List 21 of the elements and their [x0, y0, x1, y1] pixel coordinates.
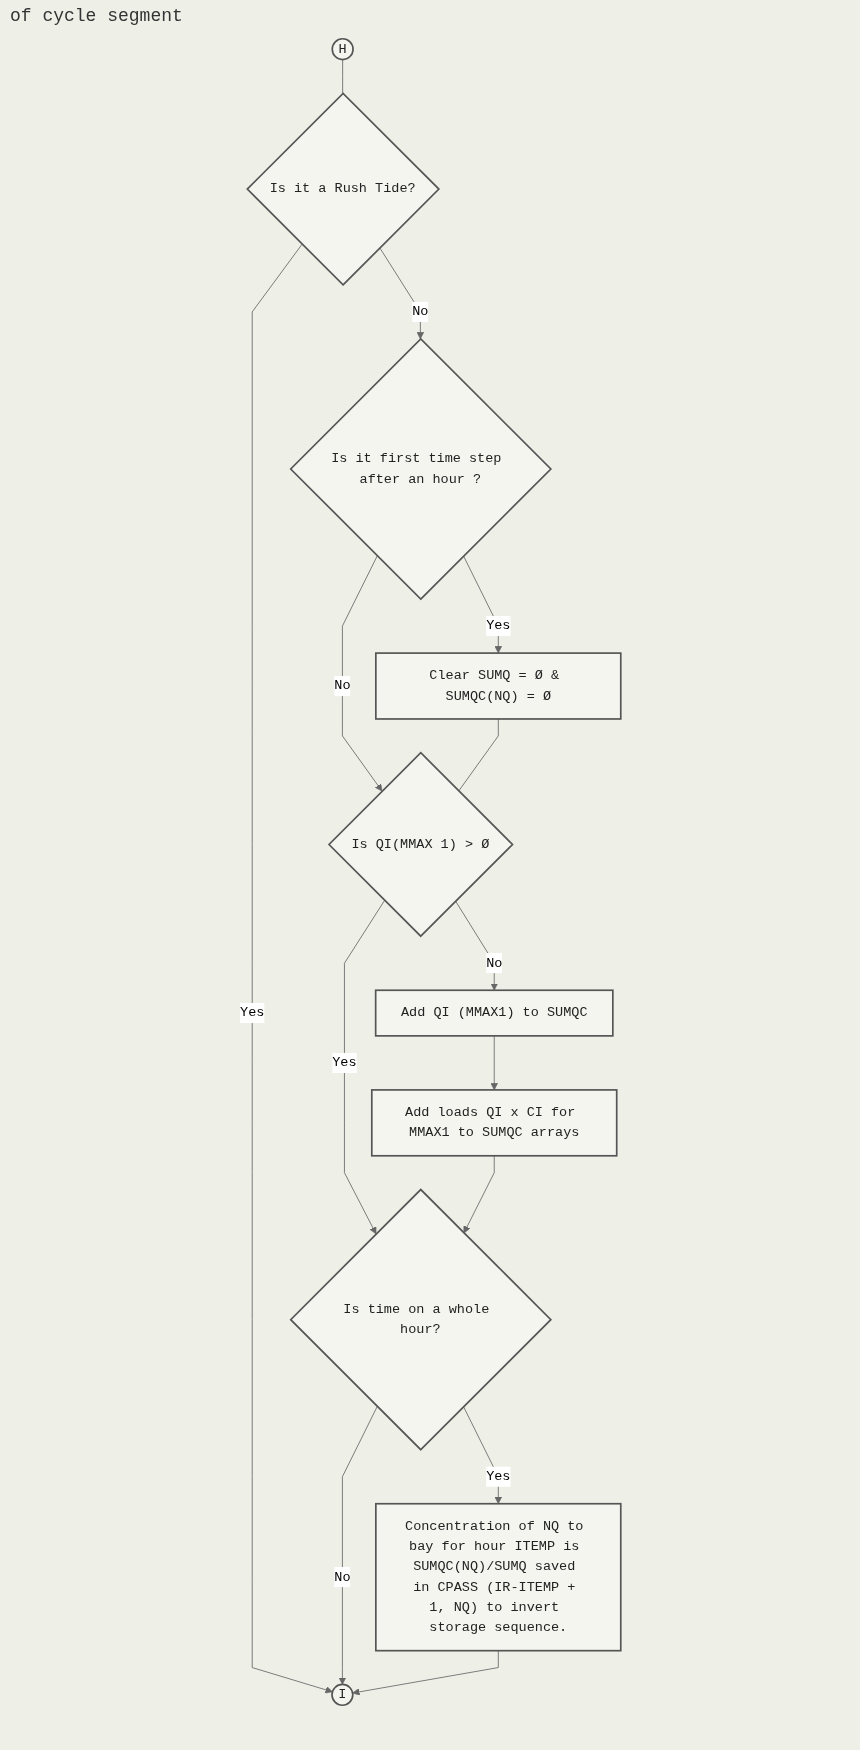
edge-label: Yes: [331, 1055, 357, 1071]
node-box: Concentration of NQ to bay for hour ITEMP is SUMQC(NQ)/SUMQ saved in CPASS (IR-ITEMP + 1, NQ) to invert storage sequence.: [374, 1502, 622, 1652]
edge-label: No: [333, 1569, 351, 1585]
node-circle: I: [330, 1683, 354, 1707]
edge-label: No: [411, 304, 429, 320]
connector: [457, 718, 499, 792]
node-box: Clear SUMQ = Ø & SUMQC(NQ) = Ø: [374, 652, 622, 720]
node-diamond: Is QI(MMAX 1) > Ø: [327, 751, 514, 938]
edge-label: Yes: [485, 1469, 511, 1485]
node-diamond: Is it a Rush Tide?: [245, 92, 440, 287]
node-diamond: Is it first time step after an hour ?: [289, 337, 552, 601]
node-box: Add loads QI x CI for MMAX1 to SUMQC arrays: [370, 1089, 618, 1157]
edge-label: Yes: [239, 1005, 264, 1021]
note-text: of cycle segment: [10, 6, 184, 26]
edge-label: No: [485, 955, 502, 971]
node-box: Add QI (MMAX1) to SUMQC: [374, 989, 614, 1037]
edge-label: No: [333, 678, 351, 694]
edge-label: Yes: [485, 618, 511, 634]
connector: [341, 59, 343, 94]
node-diamond: Is time on a whole hour?: [289, 1188, 552, 1451]
node-circle: H: [331, 37, 354, 61]
